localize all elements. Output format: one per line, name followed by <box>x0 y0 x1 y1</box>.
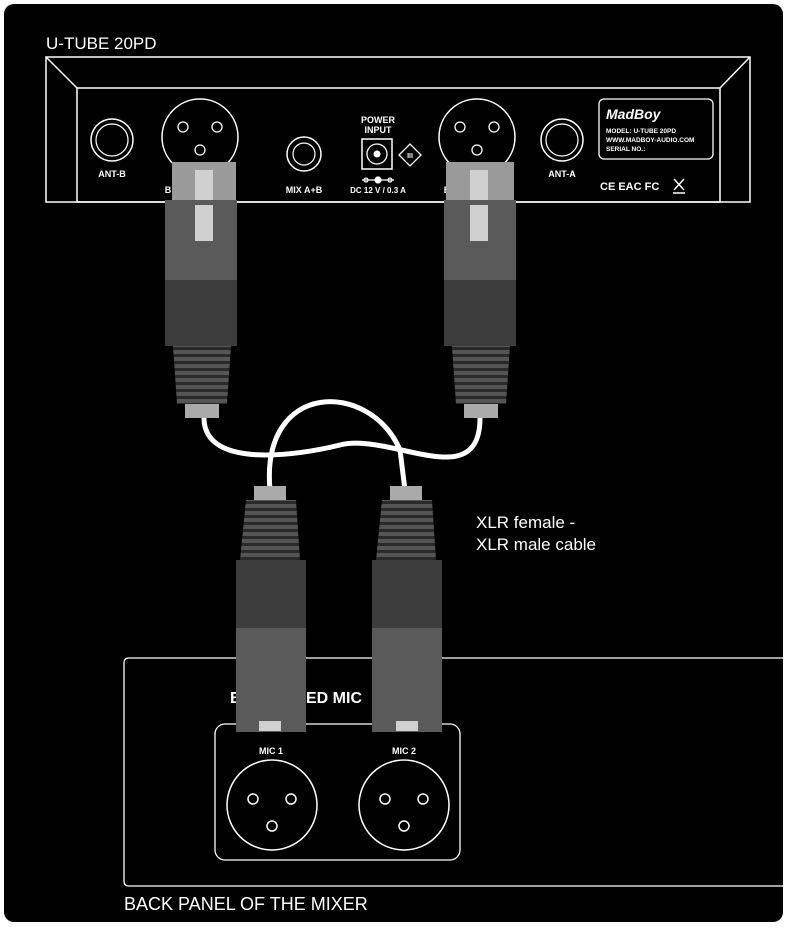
mic2-label: MIC 2 <box>392 746 416 756</box>
diagram-frame: U-TUBE 20PD ANT-B B B MIX A+B POWER INPU… <box>4 4 783 922</box>
mic2-xlr-jack <box>358 759 450 851</box>
ant-b-jack <box>90 118 134 162</box>
website-text: WWW.MADBOY-AUDIO.COM <box>606 137 694 144</box>
polarity-icon <box>362 176 394 184</box>
mixer-panel <box>123 657 783 887</box>
receiver-title: U-TUBE 20PD <box>46 34 157 53</box>
power-jack <box>361 138 393 170</box>
mic1-label: MIC 1 <box>259 746 283 756</box>
brand-logo: MadBoy <box>606 106 662 122</box>
certification-marks: CE EAC FC <box>600 181 659 193</box>
male-connector-mic2 <box>372 486 442 732</box>
model-text: MODEL: U-TUBE 20PD <box>606 128 676 135</box>
power-label-line2: INPUT <box>365 125 393 135</box>
svg-text:III: III <box>407 153 413 160</box>
cable-label-line2: XLR male cable <box>476 535 596 554</box>
mix-jack <box>286 136 322 172</box>
mix-label: MIX A+B <box>286 185 323 195</box>
power-label-line1: POWER <box>361 115 396 125</box>
receiver-body <box>45 56 751 203</box>
bal-out-b-label-left: B <box>165 185 172 195</box>
male-connector-mic1 <box>236 486 306 732</box>
serial-text: SERIAL NO.: <box>606 146 645 153</box>
mic1-xlr-jack <box>226 759 318 851</box>
mixer-section-label-right: ED MIC <box>306 690 362 707</box>
female-connector-a <box>444 162 516 418</box>
label-plate <box>598 98 714 160</box>
cable-wires <box>201 399 483 493</box>
ant-b-label: ANT-B <box>98 169 126 179</box>
dc-rating-label: DC 12 V / 0.3 A <box>350 186 406 195</box>
ant-a-jack <box>540 118 584 162</box>
female-connector-b <box>165 162 237 418</box>
mixer-section-label-left: B <box>230 690 242 707</box>
cable-label-line1: XLR female - <box>476 513 575 532</box>
class-iii-icon: III <box>398 143 422 167</box>
weee-icon <box>673 178 685 194</box>
connection-diagram: U-TUBE 20PD ANT-B B B MIX A+B POWER INPU… <box>45 34 783 914</box>
mixer-caption: BACK PANEL OF THE MIXER <box>124 894 368 914</box>
ant-a-label: ANT-A <box>548 169 576 179</box>
